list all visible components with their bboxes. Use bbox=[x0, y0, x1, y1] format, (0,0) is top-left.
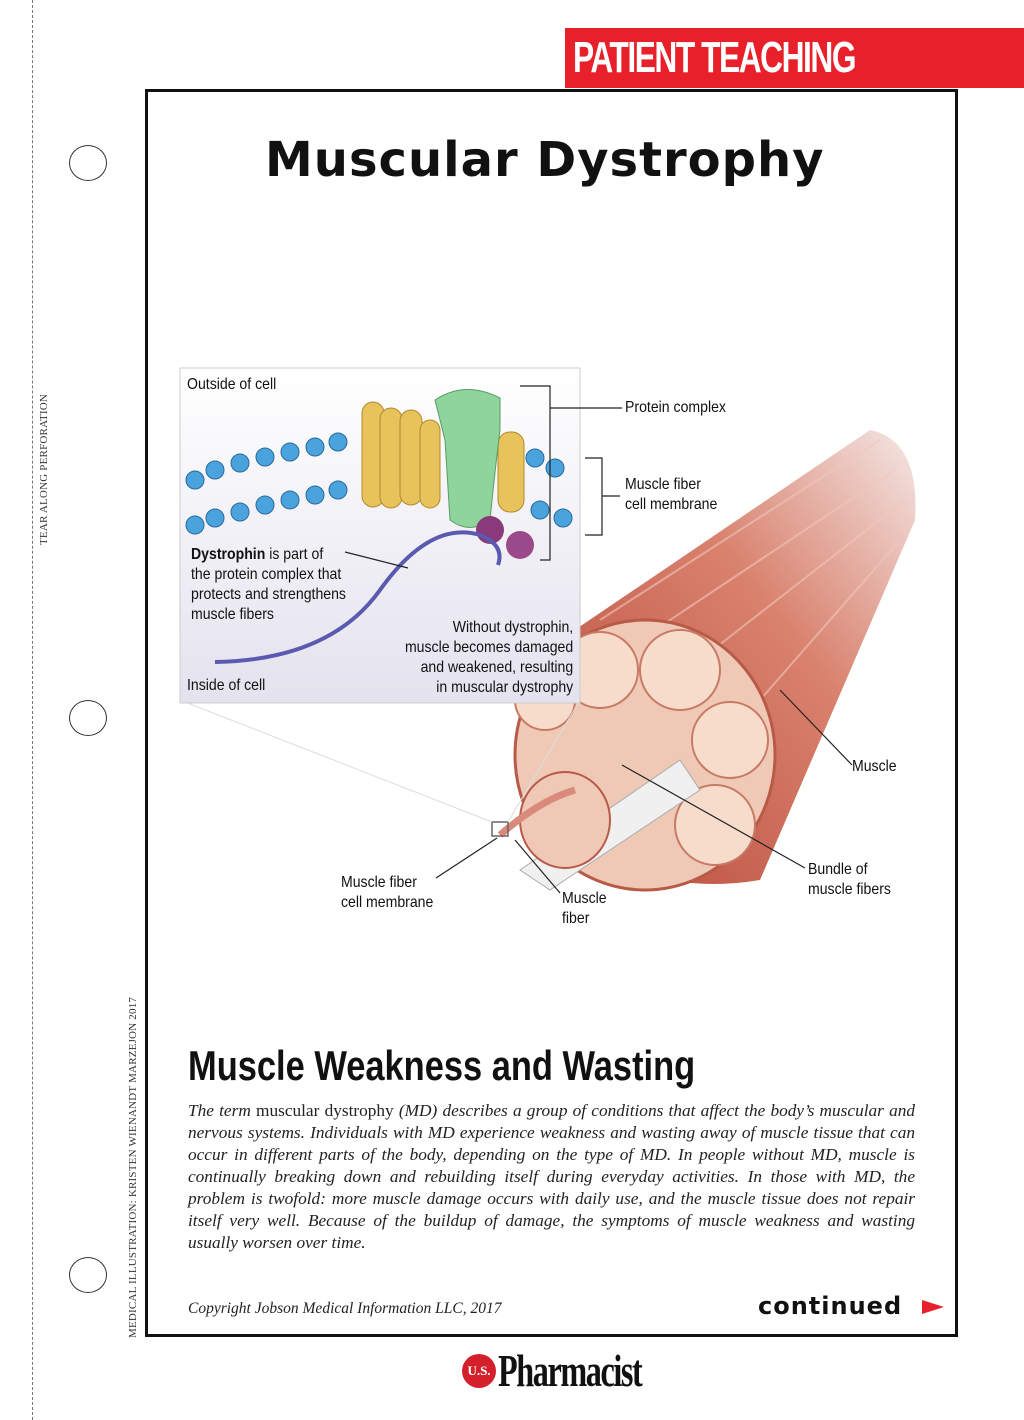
muscle-illustration bbox=[179, 367, 916, 894]
copyright: Copyright Jobson Medical Information LLC… bbox=[188, 1300, 502, 1317]
continued-arrow-icon bbox=[922, 1300, 944, 1314]
binder-hole bbox=[69, 700, 107, 736]
dystrophin-strand bbox=[214, 530, 502, 664]
illustration-credit: MEDICAL ILLUSTRATION: KRISTEN WIENANDT M… bbox=[127, 996, 139, 1338]
us-pharmacist-logo: U.S.Pharmacist bbox=[462, 1344, 703, 1397]
binder-hole bbox=[69, 145, 107, 181]
banner: PATIENT TEACHING AID bbox=[565, 28, 1024, 142]
label-muscle: Muscle bbox=[852, 758, 897, 775]
continued-label: continued bbox=[758, 1292, 903, 1320]
label-inside-cell: Inside of cell bbox=[187, 677, 266, 694]
section-heading: Muscle Weakness and Wasting bbox=[188, 1042, 696, 1089]
label-without-dystrophin: Without dystrophin,muscle becomes damage… bbox=[404, 619, 573, 696]
tear-perforation bbox=[32, 0, 33, 1420]
label-protein-complex: Protein complex bbox=[625, 399, 726, 416]
protein-green bbox=[434, 389, 501, 528]
section-paragraph: The term muscular dystrophy (MD) describ… bbox=[188, 1101, 916, 1252]
label-outside-cell: Outside of cell bbox=[187, 376, 277, 393]
page-title: Muscular Dystrophy bbox=[265, 132, 825, 188]
page-frame bbox=[145, 89, 958, 1337]
binder-hole bbox=[69, 1257, 107, 1293]
